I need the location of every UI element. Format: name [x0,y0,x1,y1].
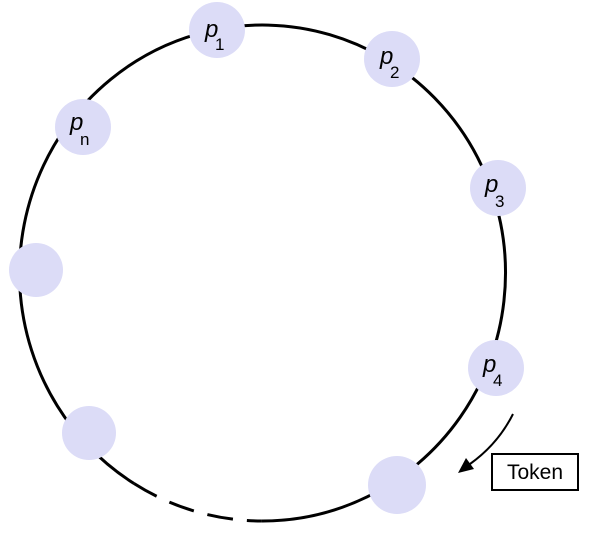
node-p3-circle [470,160,526,216]
ring-arc [18,23,507,523]
node-p2: p 2 [364,31,420,87]
node-p2-circle [364,31,420,87]
token-arrow-shaft [469,413,514,465]
node-unlabeled-left [9,243,63,297]
node-p4: p 4 [468,340,524,396]
node-p3-subscript: 3 [495,192,504,211]
node-p3: p 3 [470,160,526,216]
node-p1: p 1 [189,2,245,58]
node-p1-letter: p [204,16,218,43]
node-unlabeled-bottom-right [368,456,426,514]
node-pn-letter: p [69,109,83,136]
token-box-border [491,453,579,491]
token-box: Token [491,453,579,491]
node-p2-subscript: 2 [390,63,399,82]
token-arrow-head [458,458,474,473]
node-pn-subscript: n [80,130,89,149]
node-pn-circle [55,99,111,155]
node-p2-letter: p [379,43,393,70]
node-p4-circle [468,340,524,396]
node-p3-letter: p [484,171,498,198]
ring-dashed-segment [133,482,262,523]
node-p4-subscript: 4 [493,371,502,390]
node-unlabeled-lower-left [62,406,116,460]
node-p4-letter: p [482,351,496,378]
node-p1-subscript: 1 [215,35,224,54]
token-label: Token [507,461,563,484]
node-pn: p n [55,99,111,155]
node-p1-circle [189,2,245,58]
